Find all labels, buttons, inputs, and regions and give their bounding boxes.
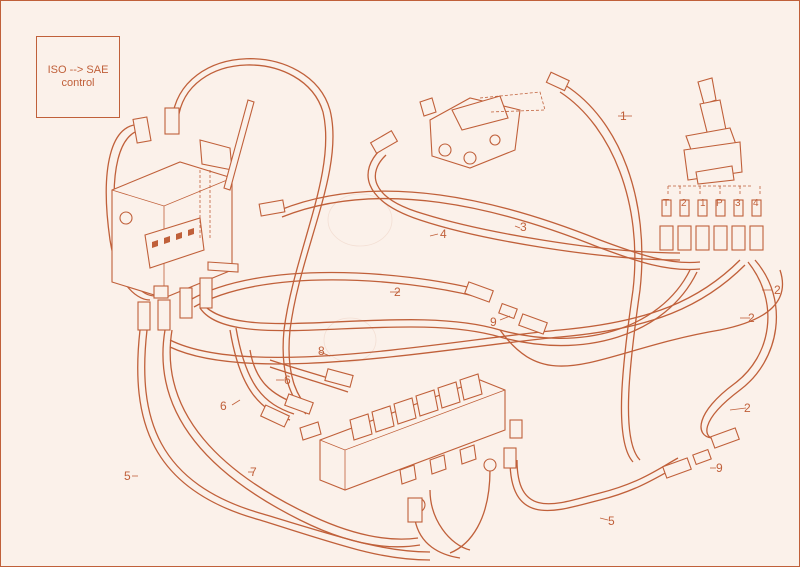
callout-6-upper: 6: [284, 373, 291, 387]
port-label-4: 4: [753, 198, 759, 209]
pilot-valve: [419, 91, 546, 169]
port-label-t: T: [663, 198, 669, 209]
port-label-2: 2: [681, 198, 687, 209]
callout-5-right: 5: [608, 514, 615, 528]
callout-2-right-top: 2: [774, 283, 781, 297]
callout-labels: 1 2 2 2 2 3 4 5 5 6 6 7 8 9 9: [124, 109, 781, 528]
callout-9-right: 9: [716, 461, 723, 475]
callout-2-center: 2: [394, 285, 401, 299]
callout-8: 8: [318, 344, 325, 358]
fittings: [132, 71, 764, 523]
callout-5-left: 5: [124, 469, 131, 483]
callout-2-right-mid: 2: [748, 311, 755, 325]
tank-block: [111, 99, 255, 299]
note-line-2: control: [61, 77, 95, 89]
callout-leaders: [132, 115, 772, 521]
port-labels: T 2 1 P 3 4: [663, 198, 759, 209]
note-line-1: ISO --> SAE: [47, 64, 109, 76]
callout-1: 1: [620, 109, 627, 123]
port-label-3: 3: [735, 198, 741, 209]
callout-3: 3: [520, 220, 527, 234]
iso-sae-note-box: ISO --> SAE control: [36, 36, 120, 118]
callout-2-right-bottom: 2: [744, 401, 751, 415]
port-label-1: 1: [700, 198, 706, 209]
callout-9-center: 9: [490, 315, 497, 329]
hoses: [105, 58, 784, 561]
port-label-p: P: [716, 198, 723, 209]
callout-7: 7: [250, 465, 257, 479]
callout-4: 4: [440, 227, 447, 241]
watermark: [323, 193, 393, 363]
control-valve-block: [299, 373, 506, 513]
joystick: [667, 77, 761, 196]
callout-6-lower: 6: [220, 399, 227, 413]
